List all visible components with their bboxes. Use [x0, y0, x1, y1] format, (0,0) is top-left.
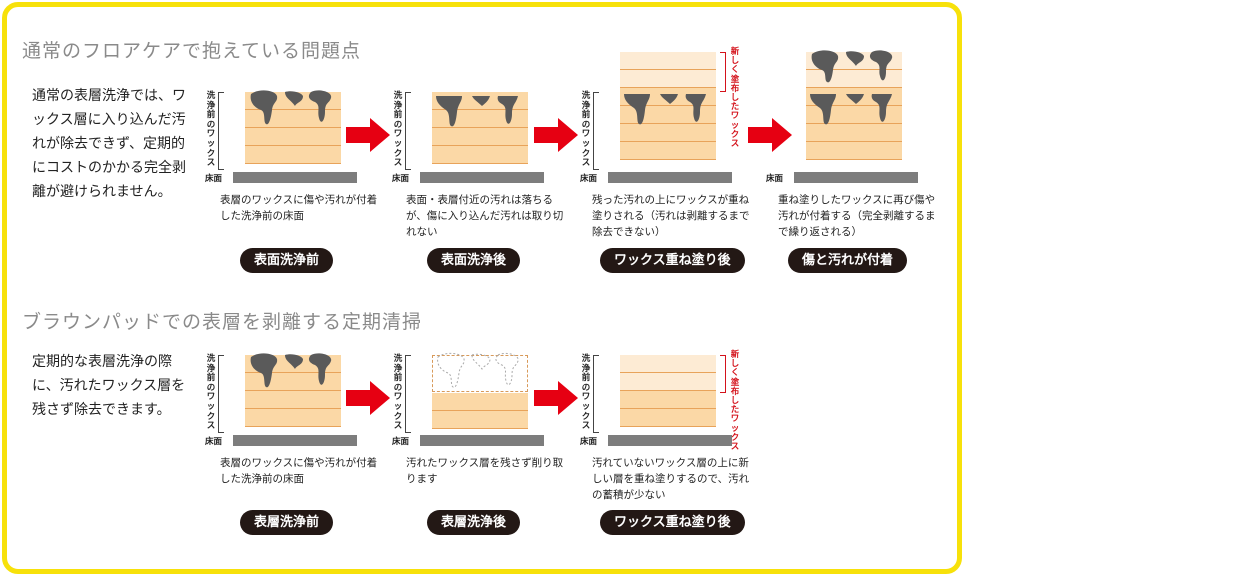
section2-intro: 定期的な表層洗浄の際に、汚れたワックス層を残さず除去できます。: [32, 354, 186, 418]
stain-icon: [250, 90, 332, 125]
wax-bracket: [593, 92, 599, 170]
s2-step2-caption: 汚れたワックス層を残さず削り取ります: [406, 457, 564, 485]
s2-step2-diagram: 洗浄前のワックス 床面: [392, 351, 562, 461]
stain-icon: [810, 94, 892, 125]
wax-stack: [620, 355, 716, 427]
s2-step1-diagram: 洗浄前のワックス 床面: [205, 351, 375, 461]
wax-bracket: [405, 355, 411, 433]
removed-stain-outline-icon: [437, 352, 519, 388]
arrow-right-icon: [346, 381, 390, 415]
new-wax-bracket: [720, 355, 726, 393]
wax-bracket: [218, 92, 224, 170]
wax-stack: [432, 393, 528, 429]
arrow-right-icon: [534, 381, 578, 415]
stain-icon: [250, 353, 332, 388]
floor-bar: [233, 435, 357, 446]
section1-title: 通常のフロアケアで抱えている問題点: [22, 40, 362, 62]
floor-label: 床面: [205, 437, 223, 447]
s2-step1-caption: 表層のワックスに傷や汚れが付着した洗浄前の床面: [220, 457, 378, 485]
pre-wash-wax-label: 洗浄前のワックス: [393, 354, 403, 432]
s1-step2-button[interactable]: 表面洗浄後: [427, 248, 521, 273]
wax-bracket: [218, 355, 224, 433]
pre-wash-wax-label: 洗浄前のワックス: [206, 91, 216, 169]
s1-step4-diagram: 床面: [766, 48, 936, 198]
s1-step3-diagram: 洗浄前のワックス 新しく塗布したワックス 床面: [580, 47, 750, 198]
removed-wax-outline: [432, 355, 528, 392]
new-wax-bracket: [720, 52, 726, 92]
floor-bar: [794, 172, 918, 183]
floor-label: 床面: [580, 174, 598, 184]
stain-icon: [624, 94, 706, 125]
floor-label: 床面: [580, 437, 598, 447]
s1-step3-button[interactable]: ワックス重ね塗り後: [600, 248, 745, 273]
wax-bracket: [405, 92, 411, 170]
s1-step4-button[interactable]: 傷と汚れが付着: [788, 248, 908, 273]
s1-step1-button[interactable]: 表面洗浄前: [240, 248, 334, 273]
pre-wash-wax-label: 洗浄前のワックス: [581, 91, 591, 169]
s2-step1-button[interactable]: 表層洗浄前: [240, 510, 334, 535]
pre-wash-wax-label: 洗浄前のワックス: [393, 91, 403, 169]
section2-title: ブラウンパッドでの表層を剥離する定期清掃: [22, 311, 423, 333]
floor-bar: [420, 435, 544, 446]
s2-step3-caption: 汚れていないワックス層の上に新しい層を重ね塗りするので、汚れの蓄積が少ない: [592, 457, 750, 501]
floor-bar: [420, 172, 544, 183]
s2-step3-diagram: 洗浄前のワックス 新しく塗布したワックス 床面: [580, 350, 750, 461]
wax-bracket: [593, 355, 599, 433]
s1-step3-caption: 残った汚れの上にワックスが重ね塗りされる（汚れは剥離するまで除去できない）: [592, 194, 750, 238]
s1-step2-diagram: 洗浄前のワックス 床面: [392, 88, 562, 198]
floor-label: 床面: [205, 174, 223, 184]
stain-icon: [811, 50, 893, 83]
floor-bar: [233, 172, 357, 183]
section1-intro: 通常の表層洗浄では、ワックス層に入り込んだ汚れが除去できず、定期的にコストのかか…: [32, 88, 186, 200]
arrow-right-icon: [748, 118, 792, 152]
new-wax-label: 新しく塗布したワックス: [730, 47, 740, 150]
arrow-right-icon: [346, 118, 390, 152]
pre-wash-wax-label: 洗浄前のワックス: [206, 354, 216, 432]
new-wax-label: 新しく塗布したワックス: [730, 350, 740, 453]
floor-label: 床面: [392, 174, 410, 184]
s2-step3-button[interactable]: ワックス重ね塗り後: [600, 510, 745, 535]
arrow-right-icon: [534, 118, 578, 152]
floor-label: 床面: [392, 437, 410, 447]
s1-step4-caption: 重ね塗りしたワックスに再び傷や汚れが付着する（完全剥離するまで繰り返される）: [778, 194, 936, 238]
floor-bar: [608, 435, 732, 446]
stain-icon: [436, 96, 518, 127]
floor-bar: [608, 172, 732, 183]
s1-step2-caption: 表面・表層付近の汚れは落ちるが、傷に入り込んだ汚れは取り切れない: [406, 194, 564, 238]
pre-wash-wax-label: 洗浄前のワックス: [581, 354, 591, 432]
s1-step1-diagram: 洗浄前のワックス 床面: [205, 88, 375, 198]
s1-step1-caption: 表層のワックスに傷や汚れが付着した洗浄前の床面: [220, 194, 378, 222]
s2-step2-button[interactable]: 表層洗浄後: [427, 510, 521, 535]
floor-label: 床面: [766, 174, 784, 184]
